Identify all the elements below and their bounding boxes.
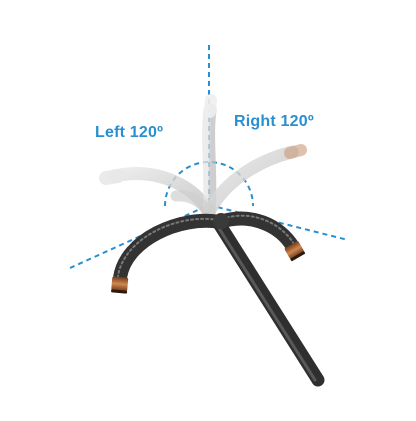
probe-cable: [113, 211, 325, 387]
angle-arc: [164, 161, 254, 207]
probe-bend-right: [213, 211, 300, 254]
probe-shaft: [211, 215, 325, 387]
probe-bend-left: [113, 213, 227, 285]
ghost-cable-up: [202, 103, 217, 219]
right-angle-label: Right 120º: [234, 113, 314, 130]
copper-tip-right: [284, 241, 306, 262]
ghost-cable-left: [108, 167, 216, 219]
ghost-positions: [99, 94, 307, 219]
left-angle-label: Left 120º: [95, 124, 164, 141]
ghost-cable-left-small: [170, 190, 215, 218]
right-diagonal-guide-line: [208, 204, 349, 241]
copper-tip-left: [111, 276, 129, 294]
probe-joint: [213, 213, 229, 229]
ghost-tip-right: [284, 144, 307, 159]
ghost-tip-up: [204, 94, 217, 118]
probe-tips: [111, 241, 306, 294]
probe-bend-left-texture: [117, 217, 219, 277]
ghost-cable-right: [202, 145, 299, 219]
probe-shaft-highlight: [213, 220, 317, 382]
ghost-tip-left: [99, 169, 125, 185]
probe-bend-right-texture: [221, 214, 295, 245]
